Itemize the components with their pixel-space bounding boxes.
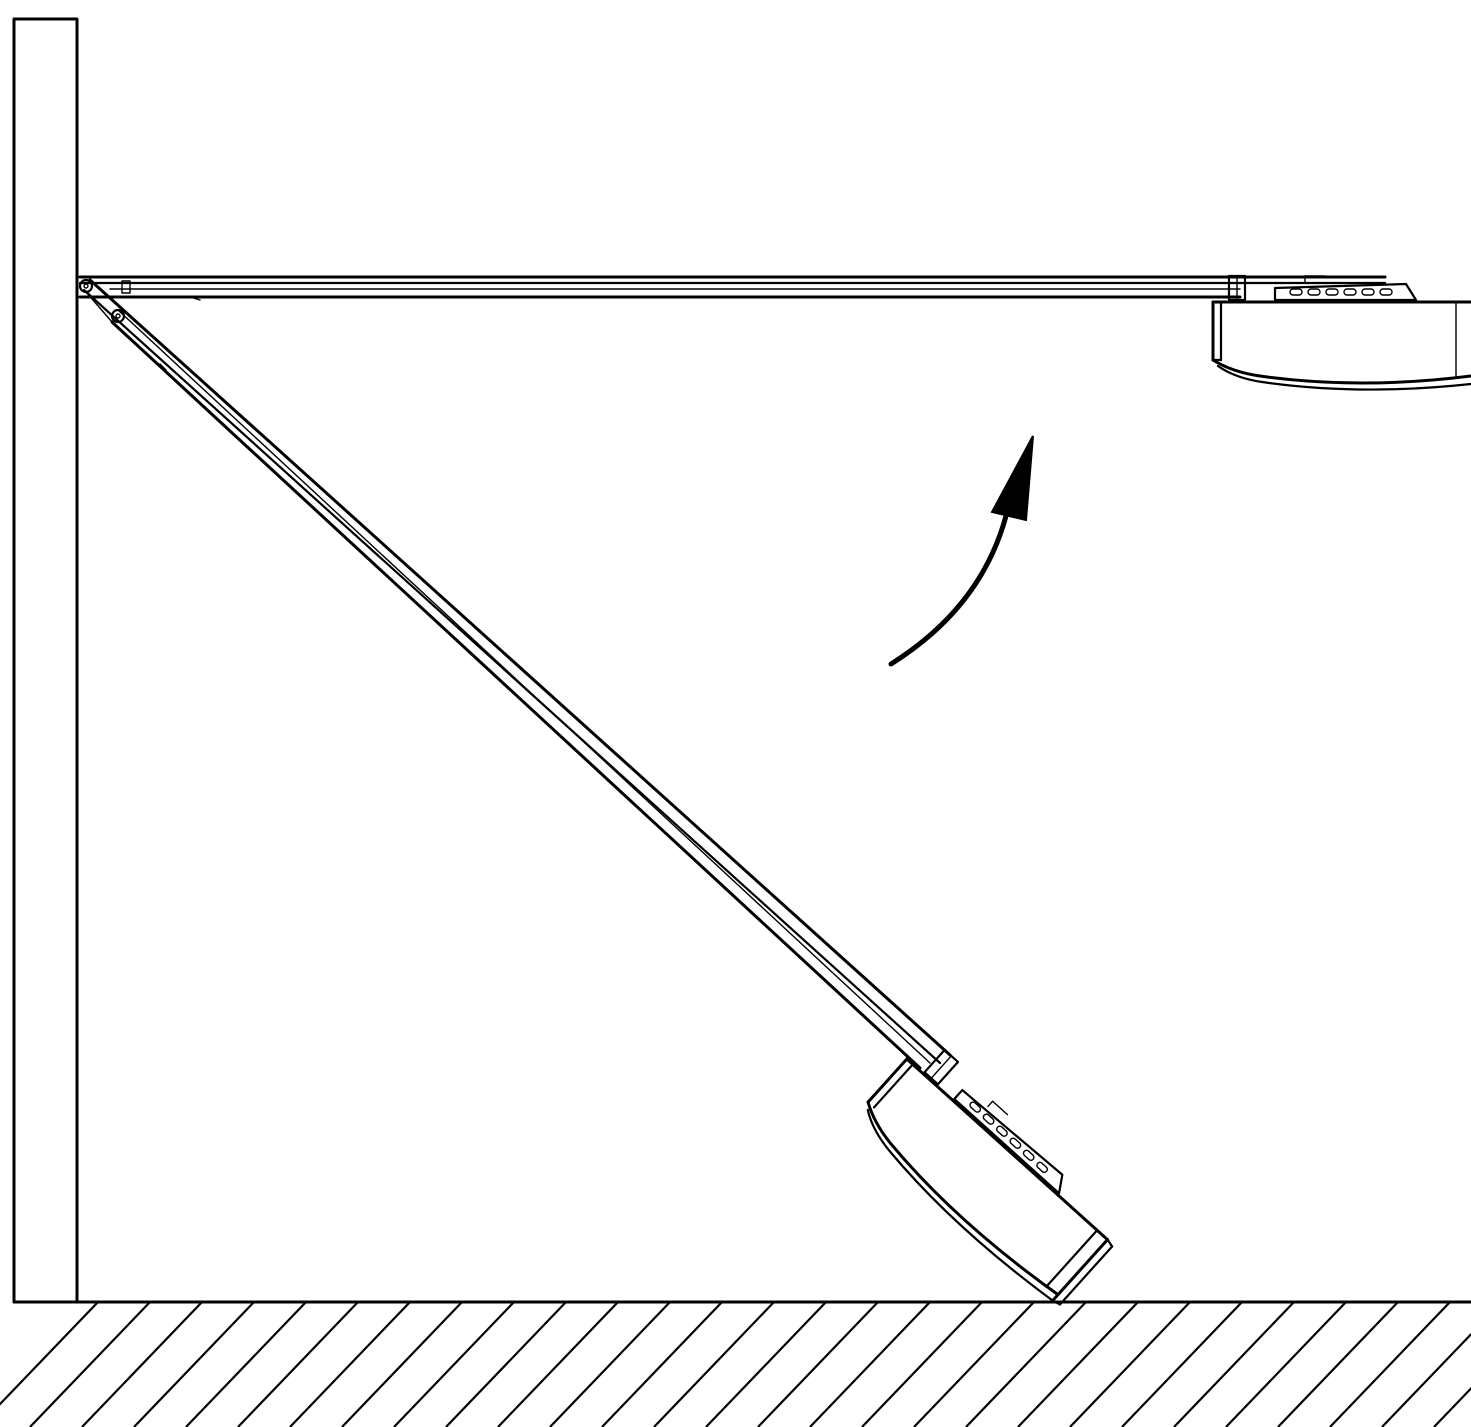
opener-unit-mounted	[1211, 274, 1471, 391]
floor-hatch-line	[1017, 1302, 1139, 1427]
floor-hatch-line	[965, 1302, 1087, 1427]
floor-hatch-line	[1173, 1302, 1295, 1427]
opener-unit-lowered	[866, 1048, 1114, 1306]
floor-hatch-line	[757, 1302, 879, 1427]
floor-hatch-line	[1329, 1302, 1451, 1427]
floor-hatch-line	[549, 1302, 671, 1427]
floor-hatch-line	[809, 1302, 931, 1427]
floor-hatch-line	[445, 1302, 567, 1427]
floor-hatch-line	[185, 1302, 307, 1427]
floor-hatch-line	[913, 1302, 1035, 1427]
floor-hatch-line	[29, 1302, 151, 1427]
floor-hatch-line	[133, 1302, 255, 1427]
floor-hatch-line	[705, 1302, 827, 1427]
floor-hatch-line	[1069, 1302, 1191, 1427]
floor-hatch-line	[1277, 1302, 1399, 1427]
rail-mounted-horizontal	[78, 275, 1387, 301]
rail-lowered-diagonal	[82, 278, 952, 1070]
floor-hatch-line	[1225, 1302, 1347, 1427]
rotation-arrow	[888, 435, 1034, 667]
floor-hatch-line	[601, 1302, 723, 1427]
wall	[12, 17, 79, 1304]
floor-hatch-line	[289, 1302, 411, 1427]
floor-hatch-line	[0, 1302, 99, 1406]
floor-hatch-line	[1381, 1332, 1471, 1427]
floor-hatch-line	[341, 1302, 463, 1427]
floor-hatch-line	[497, 1302, 619, 1427]
floor-hatch-line	[237, 1302, 359, 1427]
floor-hatch-line	[393, 1302, 515, 1427]
floor	[0, 1300, 1471, 1427]
floor-hatch-line	[1433, 1386, 1471, 1427]
floor-hatch-line	[861, 1302, 983, 1427]
floor-hatch-line	[1121, 1302, 1243, 1427]
floor-hatch-line	[653, 1302, 775, 1427]
floor-hatch-line	[81, 1302, 203, 1427]
